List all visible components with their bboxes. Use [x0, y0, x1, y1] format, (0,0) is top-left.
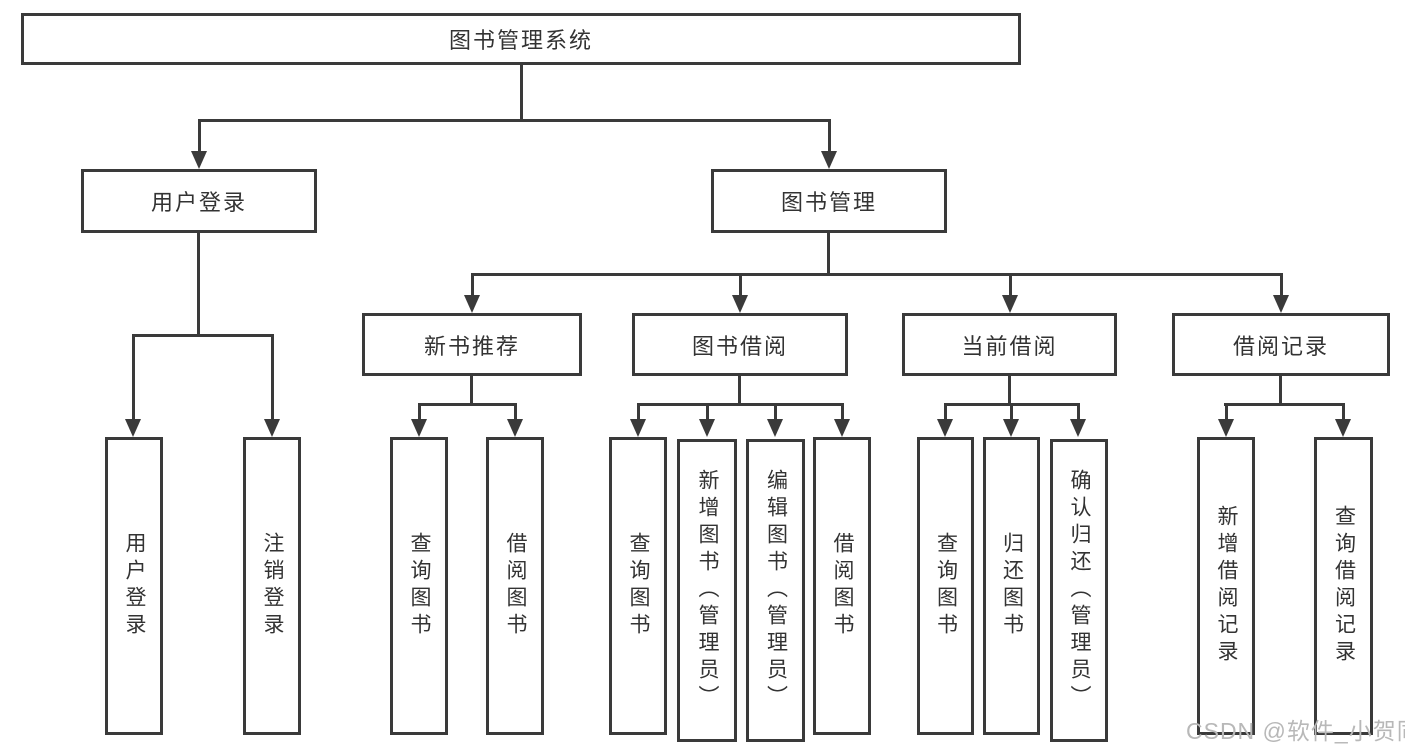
arrow-nb-borrow-books	[507, 403, 523, 437]
node-book-management: 图书管理	[711, 169, 947, 233]
node-new-book-recommendation: 新书推荐	[362, 313, 582, 376]
arrow-to-book-management	[821, 119, 837, 169]
watermark: CSDN @软件_小贺同学	[1186, 718, 1405, 744]
arrow-to-current-borrowing	[1002, 273, 1018, 313]
leaf-nb-borrow-books: 借阅图书	[486, 437, 544, 735]
leaf-logout-login: 注销登录	[243, 437, 301, 735]
arrow-to-user-login	[191, 119, 207, 169]
connector-borrow-records-stub	[1279, 376, 1282, 406]
connector-book-management-stub	[827, 233, 830, 276]
leaf-bb-query-books: 查询图书	[609, 437, 667, 735]
connector-user-login-bus	[132, 334, 274, 337]
node-book-borrowing: 图书借阅	[632, 313, 848, 376]
connector-borrow-records-bus	[1224, 403, 1343, 406]
connector-book-borrow-bus	[637, 403, 844, 406]
arrow-cb-return-books	[1003, 403, 1019, 437]
leaf-bb-borrow-books: 借阅图书	[813, 437, 871, 735]
arrow-cb-query-books	[937, 403, 953, 437]
connector-root-stub	[520, 65, 523, 122]
leaf-bb-edit-books-admin: 编辑图书（管理员）	[746, 439, 805, 742]
arrow-bb-add-books	[699, 403, 715, 437]
node-library-system: 图书管理系统	[21, 13, 1021, 65]
arrow-to-leaf-user-login	[125, 334, 141, 437]
node-current-borrowing: 当前借阅	[902, 313, 1117, 376]
leaf-br-query-borrow-record: 查询借阅记录	[1314, 437, 1373, 735]
arrow-bb-edit-books	[767, 403, 783, 437]
arrow-nb-query-books	[411, 403, 427, 437]
leaf-cb-query-books: 查询图书	[917, 437, 974, 735]
arrow-to-borrowing-records	[1273, 273, 1289, 313]
arrow-to-book-borrowing	[732, 273, 748, 313]
leaf-bb-add-books-admin: 新增图书（管理员）	[677, 439, 737, 742]
node-borrowing-records: 借阅记录	[1172, 313, 1390, 376]
leaf-cb-confirm-return-admin: 确认归还（管理员）	[1050, 439, 1108, 742]
connector-new-book-bus	[418, 403, 517, 406]
leaf-user-login: 用户登录	[105, 437, 163, 735]
connector-new-book-stub	[470, 376, 473, 406]
node-user-login: 用户登录	[81, 169, 317, 233]
connector-current-borrow-stub	[1008, 376, 1011, 406]
arrow-br-add-record	[1218, 403, 1234, 437]
leaf-cb-return-books: 归还图书	[983, 437, 1040, 735]
leaf-nb-query-books: 查询图书	[390, 437, 448, 735]
arrow-bb-query-books	[630, 403, 646, 437]
arrow-br-query-record	[1335, 403, 1351, 437]
connector-level1-bus	[198, 119, 831, 122]
arrow-to-leaf-logout	[264, 334, 280, 437]
connector-level3-bus	[471, 273, 1283, 276]
arrow-bb-borrow-books	[834, 403, 850, 437]
leaf-br-add-borrow-record: 新增借阅记录	[1197, 437, 1255, 735]
connector-book-borrow-stub	[738, 376, 741, 406]
arrow-cb-confirm-return	[1070, 403, 1086, 437]
arrow-to-new-book-recommendation	[464, 273, 480, 313]
connector-user-login-stub	[197, 233, 200, 337]
